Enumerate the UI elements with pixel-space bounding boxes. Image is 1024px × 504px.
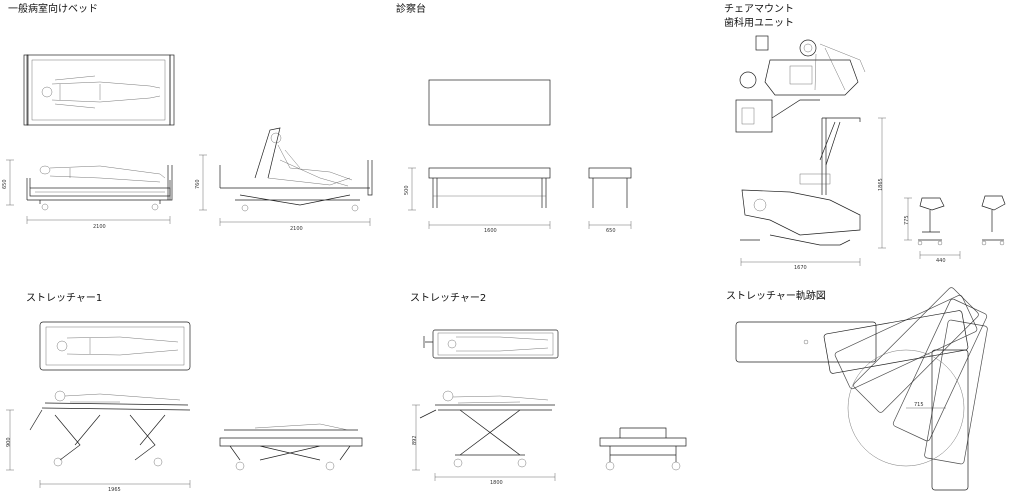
bed-flat-height-dim: 650 [2, 179, 8, 189]
stretcher2-drawings: 1800 892 [412, 329, 687, 486]
bed-flat-length-dim: 2100 [93, 224, 106, 230]
bed-raised-length-dim: 2100 [290, 226, 303, 232]
exam-width-dim: 650 [606, 228, 616, 234]
dental-length-dim: 1670 [794, 265, 807, 271]
stool-height-dim: 775 [904, 215, 910, 225]
stool-width-dim: 440 [936, 258, 946, 264]
exam-length-dim: 1600 [484, 228, 497, 234]
bed-side-view-flat: 2100 650 [2, 159, 173, 230]
general-bed-title: 一般病室向けベッド [8, 4, 98, 15]
stretcher2-height-dim: 892 [412, 435, 418, 445]
stretcher2-title: ストレッチャー2 [410, 293, 487, 304]
track-radius-dim: 715 [914, 402, 924, 408]
bed-side-view-raised: 2100 760 [195, 127, 373, 232]
stretcher2-length-dim: 1800 [490, 480, 503, 486]
dental-unit-side: 1670 1865 [740, 117, 886, 271]
stretcher1-title: ストレッチャー1 [26, 293, 103, 304]
dental-stools: 440 775 [904, 195, 1006, 264]
stretcher1-length-dim: 1965 [108, 487, 121, 493]
dental-height-dim: 1865 [878, 178, 884, 191]
bed-raised-height-dim: 760 [195, 179, 201, 189]
exam-table-title: 診察台 [396, 4, 426, 15]
dental-unit-plan [735, 35, 866, 133]
stretcher-track-title: ストレッチャー軌跡図 [726, 291, 826, 302]
exam-table-drawings: 1600 650 500 [404, 79, 632, 234]
stretcher-track-diagram: 715 [735, 287, 988, 491]
dental-unit-title-line2: 歯科用ユニット [724, 18, 794, 29]
dental-unit-title-line1: チェアマウント [724, 4, 794, 15]
stretcher1-drawings: 1965 900 [6, 321, 363, 493]
exam-height-dim: 500 [404, 185, 410, 195]
stretcher1-height-dim: 900 [6, 437, 12, 447]
bed-plan-view [23, 54, 175, 126]
